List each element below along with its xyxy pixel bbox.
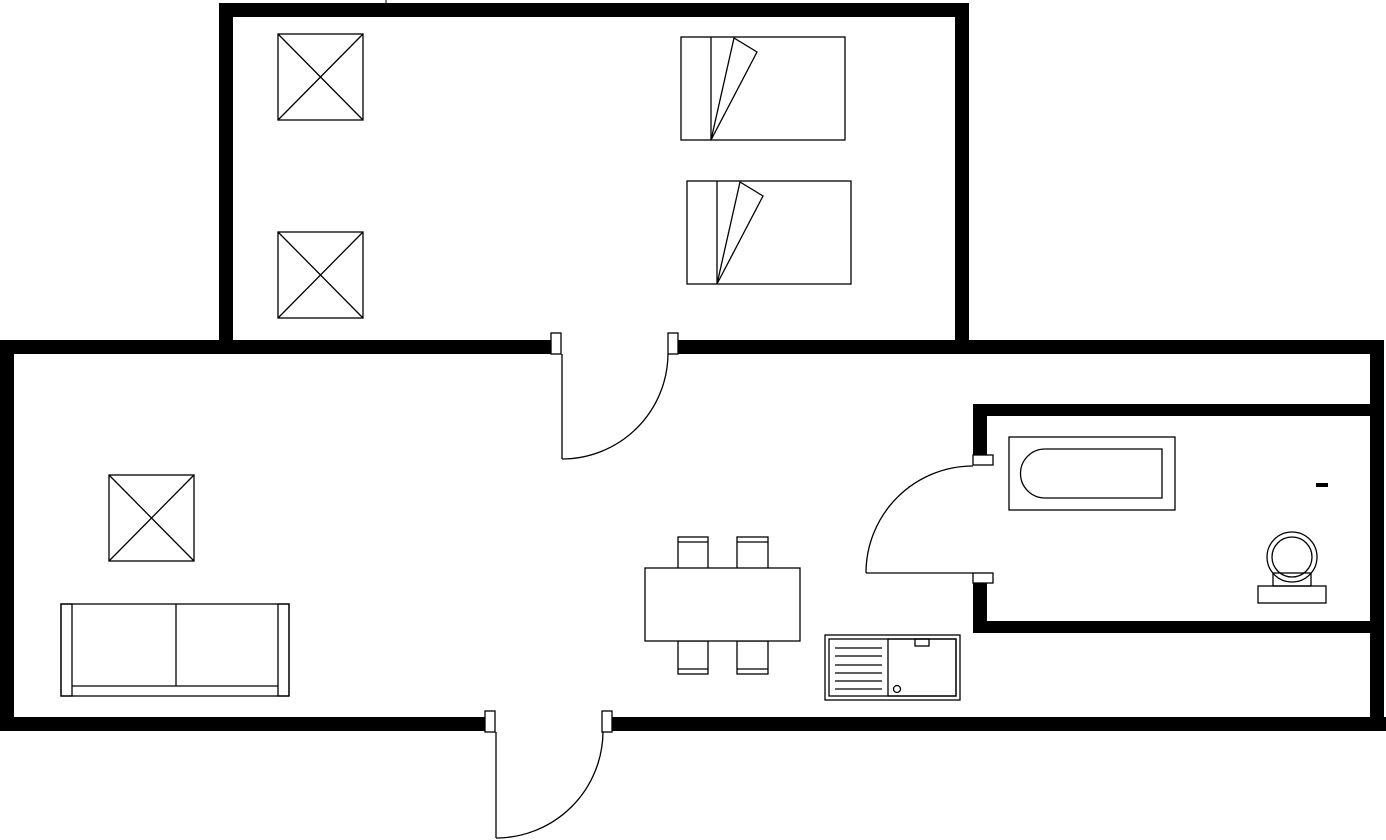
door-jamb [601, 710, 613, 733]
chair-icon [677, 536, 709, 570]
door-jamb [972, 454, 994, 466]
dining-table-icon [644, 536, 801, 675]
toilet-icon [1257, 531, 1327, 604]
window-unit-icon [277, 231, 364, 319]
bathroom [1008, 436, 1328, 604]
bathtub-icon [1008, 436, 1176, 511]
bedroom [277, 33, 852, 319]
door-swing-arc [865, 465, 974, 574]
window-unit-icon [277, 33, 364, 121]
door-jamb [667, 332, 679, 355]
door-swing-arc [561, 353, 669, 460]
walls [0, 3, 1386, 731]
door-jamb [550, 332, 562, 355]
door-jamb [972, 572, 994, 584]
bedroom-door[interactable] [550, 332, 679, 460]
window-unit-icon [108, 474, 195, 562]
kitchen-sink-icon [824, 634, 961, 701]
door-swing-arc [495, 731, 604, 839]
sofa-icon [60, 603, 290, 697]
bathroom-door[interactable] [865, 454, 994, 584]
chair-icon [736, 536, 769, 570]
towel-rail-icon [1316, 483, 1328, 487]
door-jamb [484, 710, 496, 733]
chair-icon [736, 640, 769, 675]
chair-icon [677, 640, 709, 675]
single-bed-icon [680, 36, 846, 141]
living-room [60, 474, 961, 701]
table-top [644, 567, 801, 642]
single-bed-icon [686, 180, 852, 285]
entrance-door[interactable] [484, 710, 613, 839]
bedroom-wall [219, 3, 969, 341]
